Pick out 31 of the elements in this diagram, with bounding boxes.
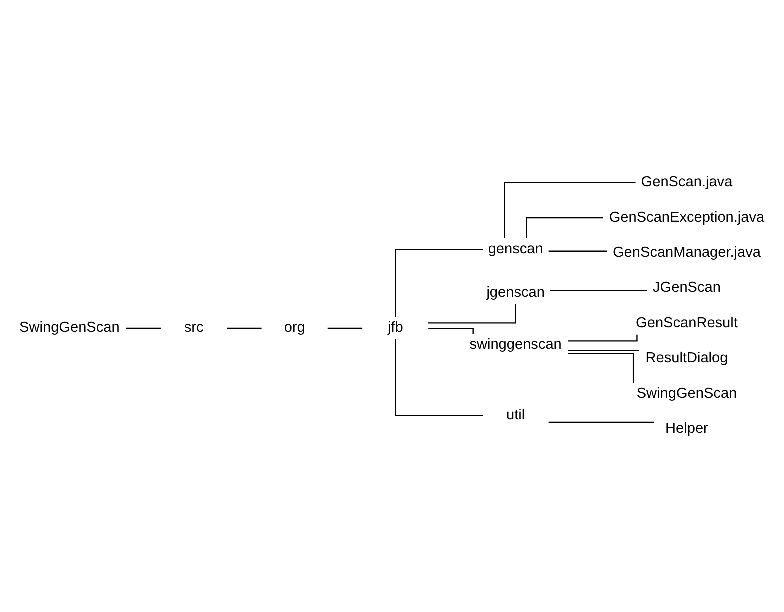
connector	[550, 290, 648, 292]
node-text: swinggenscan	[470, 337, 562, 354]
connector	[568, 350, 640, 352]
connector	[395, 248, 483, 318]
node-text: JGenScan	[653, 280, 721, 296]
node-text: GenScanResult	[636, 315, 738, 332]
node-text: GenScanException.java	[609, 210, 765, 226]
connector	[548, 422, 654, 424]
node-text: SwingGenScan	[20, 320, 120, 336]
node-text: SwingGenScan	[636, 386, 738, 402]
node-text: util	[506, 408, 526, 424]
connector	[428, 328, 474, 334]
connector	[548, 250, 608, 252]
connector	[568, 352, 634, 383]
node-text: Helper	[666, 420, 708, 437]
connector	[526, 217, 604, 239]
node-text: jgenscan	[486, 285, 545, 302]
connector	[328, 328, 363, 330]
node-text: jfb	[388, 320, 404, 336]
node-text: ResultDialog	[646, 350, 728, 367]
node-text: GenScan.java	[641, 174, 733, 191]
connector	[126, 328, 162, 330]
node-text: GenScanManager.java	[612, 244, 761, 261]
connector	[568, 334, 638, 342]
connector	[504, 182, 636, 239]
node-text: src	[184, 320, 204, 336]
connector	[227, 328, 262, 330]
connector	[395, 340, 483, 416]
node-text: genscan	[488, 241, 544, 258]
node-text: org	[284, 320, 306, 336]
connector	[428, 304, 516, 324]
